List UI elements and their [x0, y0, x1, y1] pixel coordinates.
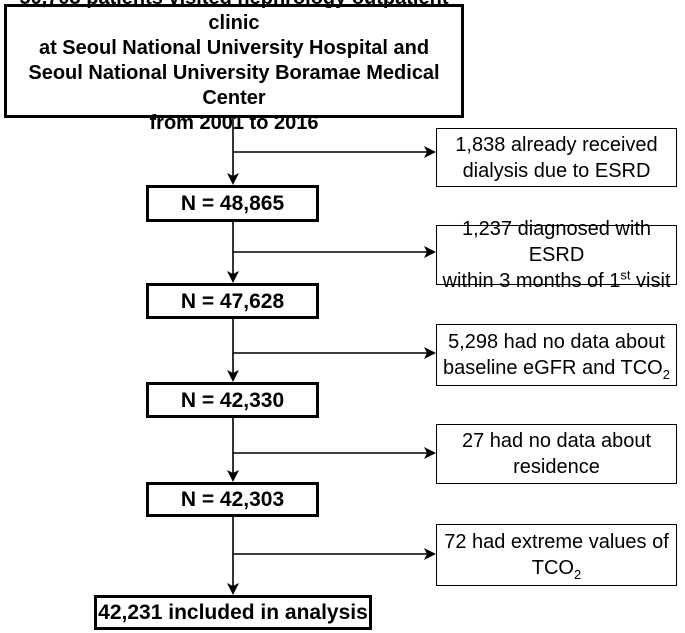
exclusion-box-4: 27 had no data about residence	[436, 424, 677, 484]
start-line-3: Seoul National University Boramae Medica…	[28, 62, 440, 109]
exclusion-3-line-2-text: baseline eGFR and TCO	[443, 357, 663, 379]
step-box-4: N = 42,303	[146, 482, 319, 517]
start-line-4: from 2001 to 2016	[149, 112, 319, 134]
exclusion-box-5: 72 had extreme values of TCO2	[436, 524, 677, 586]
exclusion-4-line-2: residence	[513, 456, 600, 478]
start-line-1: 50,703 patients visited nephrology outpa…	[20, 0, 449, 34]
exclusion-2-line-2-end: visit	[630, 270, 671, 292]
step-box-1: N = 48,865	[146, 185, 319, 222]
exclusion-2-line-2-text: within 3 months of 1	[442, 270, 621, 292]
step-2-label: N = 47,628	[180, 289, 285, 313]
exclusion-box-3: 5,298 had no data about baseline eGFR an…	[436, 324, 677, 386]
step-4-label: N = 42,303	[180, 488, 285, 511]
exclusion-box-1: 1,838 already received dialysis due to E…	[436, 128, 677, 187]
step-box-3: N = 42,330	[146, 382, 319, 418]
exclusion-5-subscript: 2	[573, 567, 582, 582]
exclusion-2-line-2: within 3 months of 1st visit	[443, 268, 671, 294]
step-3-label: N = 42,330	[180, 388, 285, 412]
exclusion-5-line-2-text: TCO	[531, 557, 574, 579]
final-label: 42,231 included in analysis	[98, 601, 368, 624]
exclusion-2-superscript: st	[620, 267, 631, 283]
step-box-2: N = 47,628	[146, 283, 319, 319]
exclusion-3-line-1: 5,298 had no data about	[448, 331, 665, 353]
exclusion-5-line-2: TCO2	[532, 555, 581, 581]
exclusion-4-line-1: 27 had no data about	[461, 430, 652, 452]
final-box: 42,231 included in analysis	[94, 595, 372, 630]
exclusion-box-2: 1,237 diagnosed with ESRD within 3 month…	[436, 218, 677, 292]
start-line-2: at Seoul National University Hospital an…	[38, 37, 430, 59]
exclusion-1-line-2: dialysis due to ESRD	[462, 159, 651, 182]
start-box: 50,703 patients visited nephrology outpa…	[4, 0, 464, 134]
exclusion-2-line-1: 1,237 diagnosed with ESRD	[461, 218, 652, 266]
exclusion-3-line-2: baseline eGFR and TCO2	[443, 355, 670, 381]
exclusion-1-line-1: 1,838 already received	[455, 133, 658, 156]
exclusion-3-subscript: 2	[662, 367, 670, 382]
step-1-label: N = 48,865	[180, 192, 285, 215]
exclusion-5-line-1: 72 had extreme values of	[444, 531, 669, 553]
